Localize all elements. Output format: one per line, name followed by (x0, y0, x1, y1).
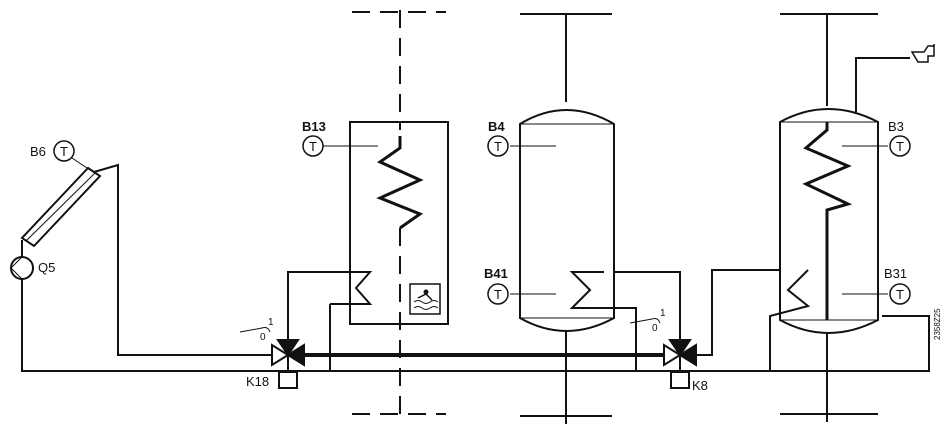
k8-pos-off: 0 (652, 323, 658, 334)
label-b31: B31 (884, 266, 907, 281)
pipe-main-return (21, 278, 930, 372)
label-q5: Q5 (38, 260, 55, 275)
pipe-k18-to-pool (287, 271, 344, 340)
label-b13: B13 (302, 119, 326, 134)
sensor-b31-symbol: T (896, 287, 904, 302)
sensor-b6-symbol: T (60, 144, 68, 159)
label-k8: K8 (692, 378, 708, 393)
solar-collector (20, 166, 102, 248)
collector-sensor-lead (71, 157, 91, 171)
sensor-b3-symbol: T (896, 139, 904, 154)
label-b41: B41 (484, 266, 508, 281)
sensor-b4-symbol: T (494, 139, 502, 154)
pipe-k8-to-buffer (604, 271, 681, 340)
pipe-collector-flow (93, 163, 276, 356)
sensor-b13-circle (302, 135, 324, 157)
label-b4: B4 (488, 119, 505, 134)
dhw-tank (769, 13, 910, 422)
sensor-b13-symbol: T (309, 139, 317, 154)
sensor-b41-circle (487, 283, 509, 305)
label-k18: K18 (246, 374, 269, 389)
buffer-tank (519, 13, 637, 424)
pipe-k8-to-dhw (690, 269, 808, 356)
pump-q5-symbol (10, 256, 34, 280)
k18-pos-on: 1 (268, 317, 274, 328)
sensor-b41-symbol: T (494, 287, 502, 302)
k18-pos-off: 0 (260, 332, 266, 343)
drawing-ref: 2358Z25 (933, 308, 942, 340)
sensor-b31-circle (889, 283, 911, 305)
sensor-b6-circle (53, 140, 75, 162)
tap-icon (910, 44, 935, 63)
label-b3: B3 (888, 119, 904, 134)
k8-pos-on: 1 (660, 308, 666, 319)
sensor-b4-circle (487, 135, 509, 157)
label-b6: B6 (30, 144, 46, 159)
sensor-b3-circle (889, 135, 911, 157)
pool-heat-exchanger (329, 10, 449, 424)
valve-k18-symbol (239, 327, 305, 389)
